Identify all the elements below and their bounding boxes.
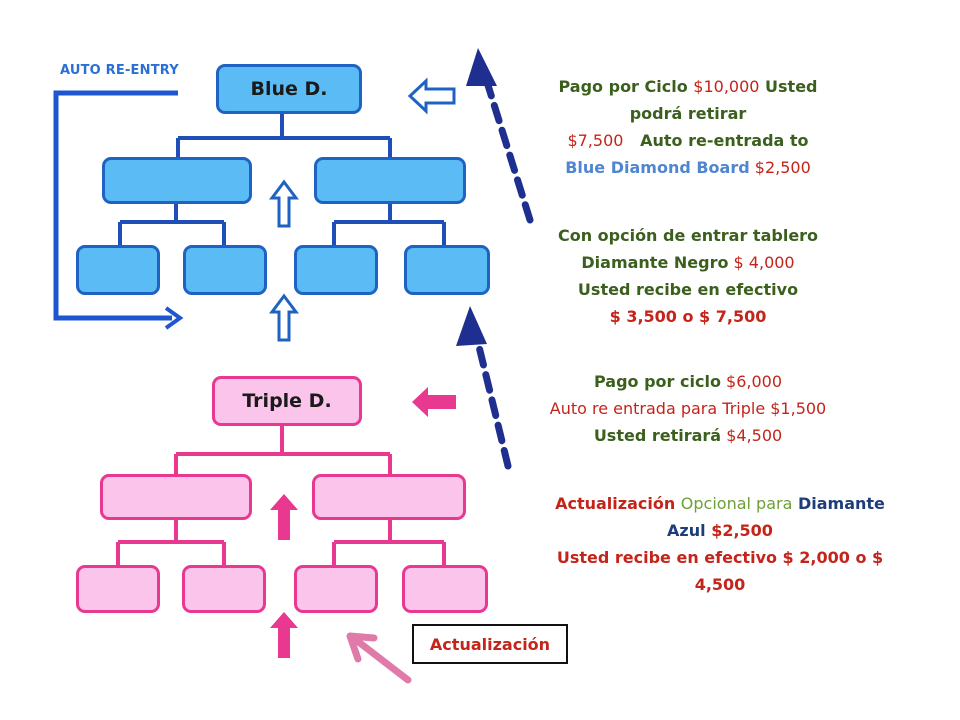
info-text: Diamante bbox=[792, 494, 885, 513]
pink-leaf-box bbox=[182, 565, 266, 613]
pink-level2-left-box bbox=[100, 474, 252, 520]
triple-board-top-box: Triple D. bbox=[212, 376, 362, 426]
info-amount: $ 3,500 o $ 7,500 bbox=[609, 307, 767, 326]
blue-level2-left-box bbox=[102, 157, 252, 204]
info-text: Opcional para bbox=[680, 494, 793, 513]
info-text: Con opción de entrar tablero bbox=[557, 226, 819, 245]
info-amount: $ 4,000 bbox=[728, 253, 795, 272]
pink-left-arrow-icon bbox=[412, 387, 456, 417]
info-amount: $2,500 bbox=[705, 521, 773, 540]
triple-board-info: Pago por ciclo $6,000 Auto re entrada pa… bbox=[528, 368, 848, 449]
info-amount: 4,500 bbox=[694, 575, 746, 594]
info-highlight: Blue Diamond Board bbox=[565, 158, 750, 177]
blue-board-title: Blue D. bbox=[250, 78, 328, 100]
info-text: Usted bbox=[759, 77, 818, 96]
blue-leaf-box bbox=[183, 245, 267, 295]
pink-leaf-box bbox=[402, 565, 488, 613]
blue-up-arrow-lower-icon bbox=[269, 293, 299, 342]
blue-leaf-box bbox=[294, 245, 378, 295]
info-text: Pago por Ciclo bbox=[558, 77, 694, 96]
triple-board-title: Triple D. bbox=[242, 390, 332, 412]
auto-reentry-loop bbox=[53, 90, 184, 330]
pink-leaf-box bbox=[294, 565, 378, 613]
info-text: Usted retirará bbox=[593, 426, 722, 445]
blue-tree-connectors bbox=[118, 114, 446, 245]
pink-leaf-box bbox=[76, 565, 160, 613]
pink-up-arrow-lower-icon bbox=[270, 612, 298, 658]
info-text: Actualización bbox=[555, 494, 681, 513]
upgrade-info: Actualización Opcional para Diamante Azu… bbox=[510, 490, 930, 598]
blue-board-info: Pago por Ciclo $10,000 Usted podrá retir… bbox=[528, 73, 848, 181]
info-amount: $2,500 bbox=[749, 158, 811, 177]
black-diamond-info: Con opción de entrar tablero Diamante Ne… bbox=[528, 222, 848, 330]
navy-dashed-arrow-upper-icon bbox=[466, 48, 534, 224]
info-text: Auto re-entrada to bbox=[623, 131, 809, 150]
pink-level2-right-box bbox=[312, 474, 466, 520]
blue-left-arrow-icon bbox=[407, 77, 456, 115]
info-text: Usted recibe en efectivo bbox=[577, 280, 799, 299]
blue-board-top-box: Blue D. bbox=[216, 64, 362, 114]
info-text: Diamante Negro bbox=[581, 253, 729, 272]
info-amount: $6,000 bbox=[720, 372, 783, 391]
auto-reentry-label: AUTO RE-ENTRY bbox=[60, 63, 179, 78]
info-text: Usted recibe en efectivo $ 2,000 o $ bbox=[556, 548, 884, 567]
pink-tree-connectors bbox=[116, 426, 446, 565]
info-text: Azul bbox=[667, 521, 706, 540]
blue-leaf-box bbox=[76, 245, 160, 295]
info-text: Pago por ciclo bbox=[593, 372, 721, 391]
blue-level2-right-box bbox=[314, 157, 466, 204]
info-amount: $7,500 bbox=[567, 131, 624, 150]
update-label-box: Actualización bbox=[412, 624, 568, 664]
blue-up-arrow-icon bbox=[269, 179, 299, 228]
info-text: Auto re entrada para Triple $1,500 bbox=[549, 399, 827, 418]
info-text: podrá retirar bbox=[629, 104, 747, 123]
pink-up-arrow-icon bbox=[270, 494, 298, 540]
navy-dashed-arrow-lower-icon bbox=[456, 306, 512, 470]
blue-leaf-box bbox=[404, 245, 490, 295]
info-amount: $10,000 bbox=[693, 77, 760, 96]
pink-diagonal-arrow-icon bbox=[346, 632, 412, 684]
info-amount: $4,500 bbox=[721, 426, 783, 445]
